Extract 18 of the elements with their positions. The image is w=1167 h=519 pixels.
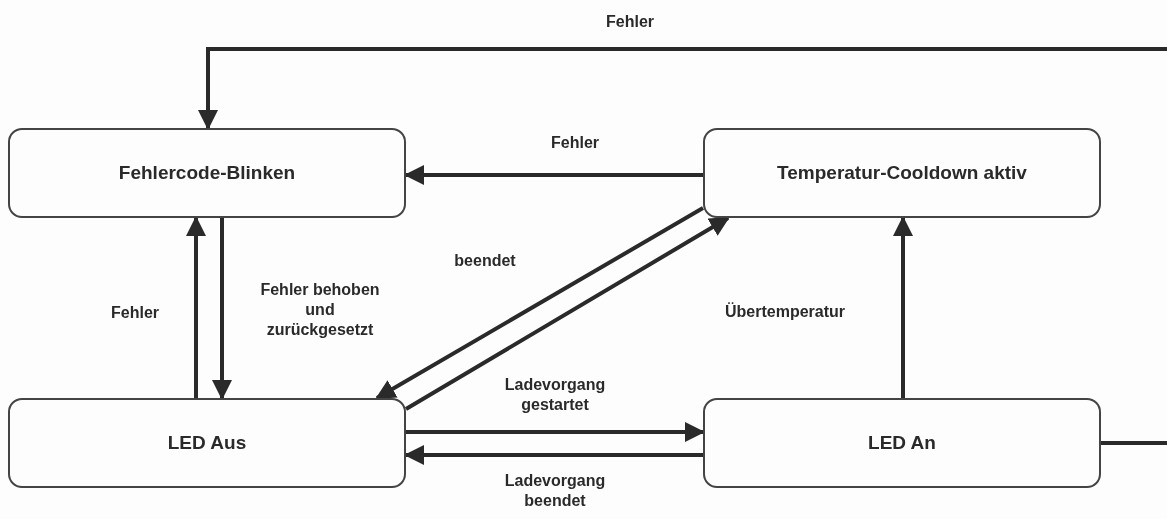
arrow <box>893 216 913 398</box>
arrow <box>406 422 705 442</box>
arrow <box>375 206 704 400</box>
state-box <box>703 128 1101 218</box>
state-box <box>8 128 406 218</box>
arrow <box>212 218 232 400</box>
edge-label: Übertemperatur <box>723 302 847 322</box>
arrow <box>404 216 730 411</box>
arrow <box>404 165 703 185</box>
state-box <box>703 398 1101 488</box>
state-label: LED An <box>868 432 936 454</box>
arrow <box>404 445 703 465</box>
state-box <box>8 398 406 488</box>
state-label: LED Aus <box>167 432 247 454</box>
state-label: Fehlercode-Blinken <box>118 162 296 184</box>
arrow <box>198 47 1167 445</box>
arrow <box>186 216 206 398</box>
state-label: Temperatur-Cooldown aktiv <box>777 162 1027 184</box>
